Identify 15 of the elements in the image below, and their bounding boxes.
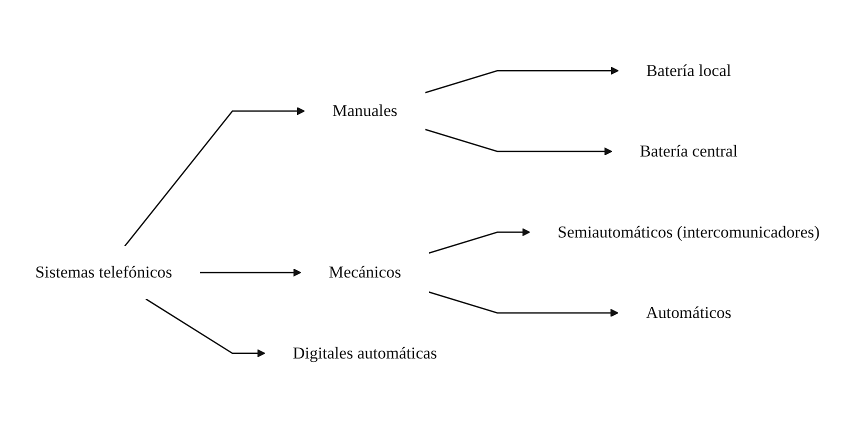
node-text: Automáticos	[646, 303, 732, 322]
arrow	[425, 128, 612, 156]
arrow	[428, 228, 530, 254]
node-text: Digitales automáticas	[292, 344, 438, 362]
node-text: Manuales	[332, 101, 398, 120]
node-text: Batería local	[646, 60, 732, 80]
node-text: Batería central	[640, 142, 738, 160]
arrow	[146, 298, 266, 358]
node-text: Semiautomáticos (intercomunicadores)	[558, 222, 820, 241]
node-text: Mecánicos	[328, 262, 402, 282]
node-text: Sistemas telefónicos	[35, 262, 172, 282]
arrow	[124, 107, 305, 247]
arrow	[425, 66, 619, 94]
arrow	[428, 291, 619, 317]
arrow	[200, 268, 302, 277]
